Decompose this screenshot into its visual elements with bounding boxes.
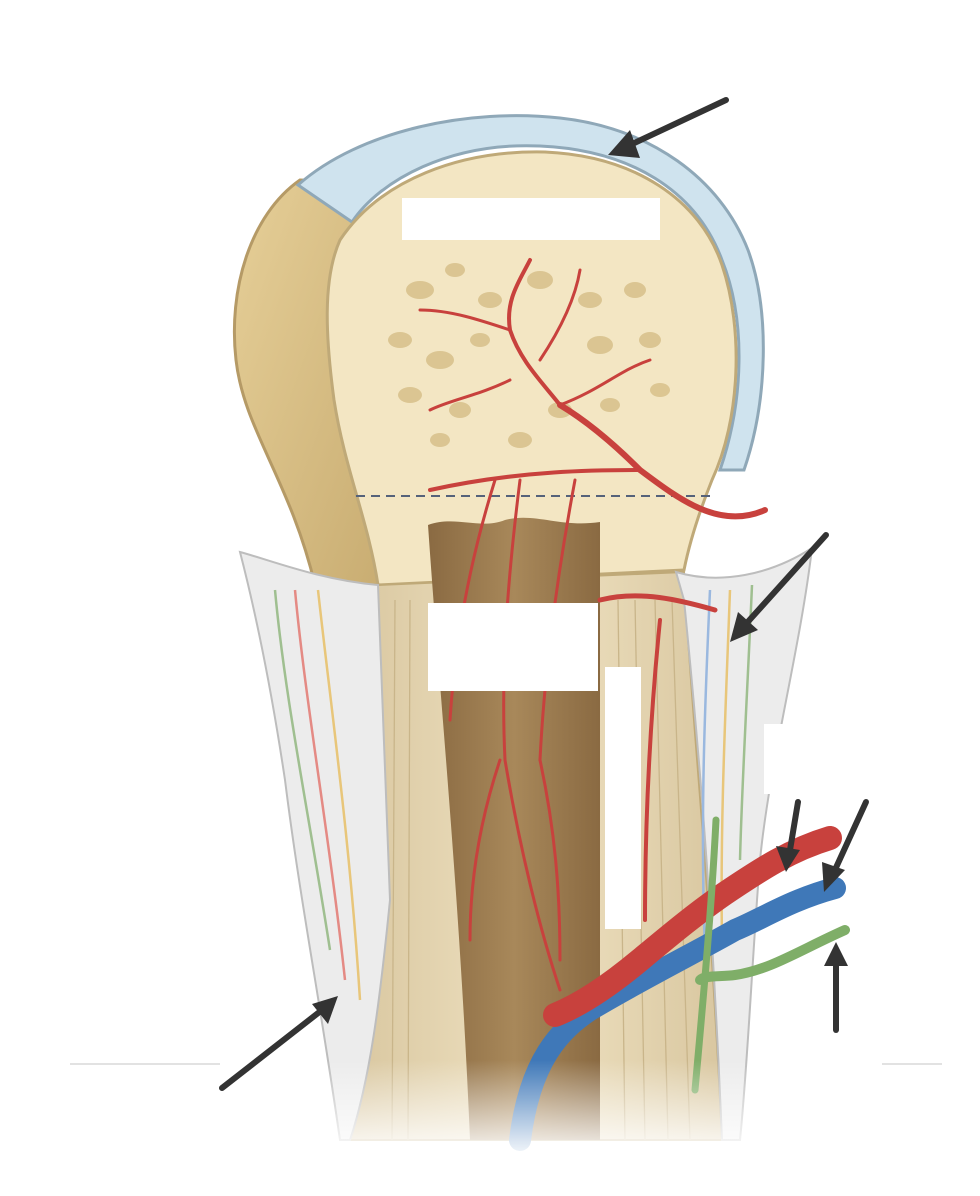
label-box-compact-bone	[605, 667, 641, 929]
periosteum-left	[238, 550, 392, 1141]
arrow-nerve	[824, 942, 848, 1033]
pointer-arrows	[219, 97, 869, 1091]
articular-cartilage	[295, 114, 765, 472]
bottom-fade	[220, 1060, 880, 1160]
arrow-periosteum	[730, 532, 829, 642]
nutrient-nerve	[695, 925, 850, 985]
label-box-medullary	[428, 603, 598, 691]
nutrient-artery	[543, 826, 842, 1027]
label-box-epiphysis	[402, 198, 660, 240]
nerve-vertical	[691, 816, 720, 1094]
arrow-outer-bone	[219, 996, 338, 1091]
arrow-vein	[822, 799, 869, 892]
nutrient-vein	[509, 877, 846, 1151]
arrow-artery	[776, 799, 801, 872]
label-box-right-side	[764, 724, 824, 794]
arrow-articular-cartilage	[608, 97, 729, 158]
spongy-bone	[388, 263, 670, 448]
